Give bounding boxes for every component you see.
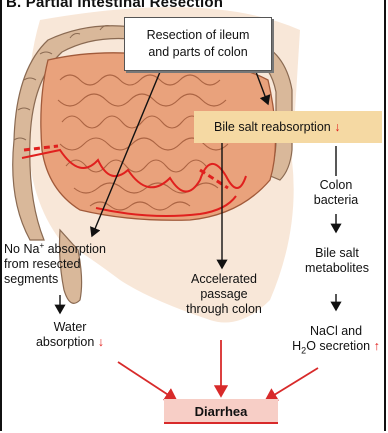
water-line2: absorption ↓ <box>20 335 120 350</box>
colon-bacteria-line1: Colon <box>304 178 368 193</box>
arrow-secretion-to-diarrhea <box>266 368 318 400</box>
colon-bacteria-line2: bacteria <box>304 193 368 208</box>
resection-line2: and parts of colon <box>125 44 271 61</box>
up-arrow-icon: ↑ <box>374 339 380 353</box>
no-na-absorption: absorption <box>44 242 106 256</box>
bile-metabolites-line2: metabolites <box>294 261 380 276</box>
no-na-absorption-label: No Na+ absorption from resected segments <box>4 238 130 287</box>
down-arrow-icon: ↓ <box>334 120 340 134</box>
secretion-label: NaCl and H2O secretion ↑ <box>286 324 386 359</box>
water-absorption-text: absorption <box>36 335 94 349</box>
water-line1: Water <box>20 320 120 335</box>
bile-metabolites-line1: Bile salt <box>294 246 380 261</box>
arrow-water-to-diarrhea <box>118 362 176 400</box>
down-arrow-icon: ↓ <box>98 335 104 349</box>
colon-bacteria-label: Colon bacteria <box>304 178 368 208</box>
accelerated-line1: Accelerated <box>176 272 272 287</box>
secretion-line2: H2O secretion ↑ <box>286 339 386 359</box>
no-na-line3: segments <box>4 272 130 287</box>
accelerated-line2: passage <box>176 287 272 302</box>
accelerated-passage-label: Accelerated passage through colon <box>176 272 272 317</box>
diarrhea-box: Diarrhea <box>164 399 278 424</box>
no-na-text: No Na <box>4 242 39 256</box>
secretion-o: O secretion <box>306 339 370 353</box>
water-absorption-label: Water absorption ↓ <box>20 320 120 350</box>
bile-reabsorption-box: Bile salt reabsorption ↓ <box>194 111 382 143</box>
bile-reabsorption-label: Bile salt reabsorption <box>214 120 331 134</box>
secretion-line1: NaCl and <box>286 324 386 339</box>
no-na-line1: No Na+ absorption <box>4 238 130 257</box>
accelerated-line3: through colon <box>176 302 272 317</box>
resection-box: Resection of ileum and parts of colon <box>124 17 272 71</box>
no-na-line2: from resected <box>4 257 130 272</box>
secretion-h: H <box>292 339 301 353</box>
bile-metabolites-label: Bile salt metabolites <box>294 246 380 276</box>
resection-line1: Resection of ileum <box>125 27 271 44</box>
